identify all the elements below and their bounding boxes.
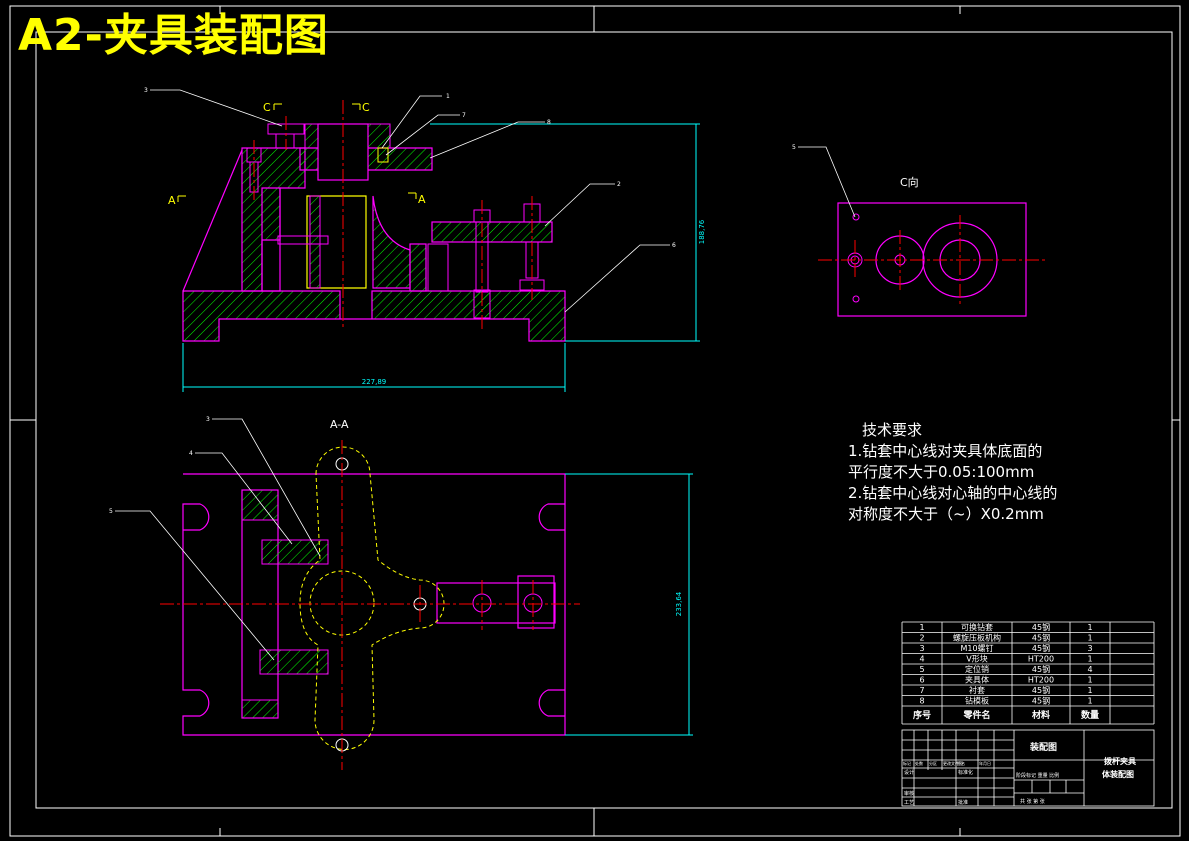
stage-labels: 阶段标记 重量 比例 xyxy=(1016,772,1059,779)
cut-c-left-label: C xyxy=(263,101,271,114)
inner-post xyxy=(261,187,281,292)
left-support xyxy=(241,147,306,292)
tech-line: 2.钻套中心线对心轴的中心线的 xyxy=(848,484,1058,502)
sheet-labels: 共 张 第 张 xyxy=(1020,798,1045,805)
parts-cell: 4 xyxy=(919,655,924,664)
parts-cell: 1 xyxy=(919,623,924,632)
parts-cell: HT200 xyxy=(1028,676,1054,685)
parts-cell: 4 xyxy=(1087,665,1092,674)
callout-front-3: 3 xyxy=(144,87,148,94)
parts-cell: 1 xyxy=(1087,634,1092,643)
callout-front-7: 7 xyxy=(462,112,466,119)
callout-front-2: 2 xyxy=(617,181,621,188)
callout-cview-5: 5 xyxy=(792,144,796,151)
callout-front-8: 8 xyxy=(547,119,551,126)
craft-label: 工艺 xyxy=(904,800,914,806)
parts-cell: 2 xyxy=(919,634,924,643)
plan-outline xyxy=(182,473,566,736)
drawing-name-1: 拨杆夹具 xyxy=(1104,756,1136,766)
workpiece xyxy=(306,195,367,289)
parts-cell: M10螺钉 xyxy=(960,643,993,653)
title-block-row-label: 更改文件号 xyxy=(943,760,963,766)
review-label: 审核 xyxy=(904,790,914,797)
drawing-name-2: 体装配图 xyxy=(1102,769,1134,779)
parts-header-cell: 材料 xyxy=(1031,709,1050,721)
parts-cell: HT200 xyxy=(1028,655,1054,664)
parts-cell: 45钢 xyxy=(1032,685,1050,695)
parts-cell: 螺旋压板机构 xyxy=(953,633,1001,643)
parts-cell: 6 xyxy=(919,676,924,685)
front-view: 227,89 188,76 C C A A 3 1 7 8 2 6 xyxy=(144,87,706,392)
parts-header-cell: 序号 xyxy=(913,709,931,721)
front-height-dim: 188,76 xyxy=(698,219,706,244)
c-view-label: C向 xyxy=(900,175,919,189)
parts-cell: 定位销 xyxy=(965,664,989,674)
parts-cell: 45钢 xyxy=(1032,664,1050,674)
tech-heading: 技术要求 xyxy=(862,421,923,439)
tech-line: 对称度不大于（~）X0.2mm xyxy=(848,505,1044,523)
fixture-body xyxy=(182,290,566,342)
parts-cell: 可换钻套 xyxy=(961,622,993,632)
v-block xyxy=(409,243,427,292)
title-block-row-label: 处数 xyxy=(915,760,923,766)
parts-cell: 1 xyxy=(1087,655,1092,664)
title-block-row-label: 分区 xyxy=(929,760,937,766)
section-a-label: A-A xyxy=(330,418,349,431)
parts-cell: 5 xyxy=(919,665,924,674)
title-block-row-label: 标记 xyxy=(903,760,911,766)
standard-label: 标准化 xyxy=(958,769,973,776)
callout-plan-5: 5 xyxy=(109,508,113,515)
design-label: 设计 xyxy=(904,769,914,776)
parts-cell: 45钢 xyxy=(1032,633,1050,643)
drawing-frame xyxy=(9,5,1181,837)
parts-cell: 钻模板 xyxy=(965,696,989,706)
cut-c-right-label: C xyxy=(362,101,370,114)
parts-cell: 45钢 xyxy=(1032,643,1050,653)
parts-cell: 7 xyxy=(919,686,924,695)
tech-line: 1.钻套中心线对夹具体底面的 xyxy=(848,442,1043,460)
plan-height-dim: 233,64 xyxy=(675,591,683,616)
drawing-title: A2-夹具装配图 xyxy=(18,10,329,61)
parts-cell: 8 xyxy=(919,697,924,706)
cut-a-right-label: A xyxy=(418,193,426,206)
parts-cell: 45钢 xyxy=(1032,622,1050,632)
parts-cell: 1 xyxy=(1087,623,1092,632)
parts-header-cell: 数量 xyxy=(1081,709,1099,721)
parts-cell: 3 xyxy=(919,644,924,653)
title-block-row-label: 签名 xyxy=(957,760,965,766)
front-width-dim: 227,89 xyxy=(362,378,387,386)
callout-plan-3: 3 xyxy=(206,416,210,423)
parts-cell: 夹具体 xyxy=(965,675,989,685)
callout-plan-4: 4 xyxy=(189,450,193,457)
title-block: 装配图 拨杆夹具 体装配图 标记处数分区更改文件号签名 年月日 设计 标准化 阶段… xyxy=(901,729,1155,807)
drawing-type: 装配图 xyxy=(1029,741,1057,753)
callout-front-1: 1 xyxy=(446,93,450,100)
tech-line: 平行度不大于0.05:100mm xyxy=(848,463,1035,481)
cut-a-left-label: A xyxy=(168,194,176,207)
technical-requirements: 技术要求 1.钻套中心线对夹具体底面的 平行度不大于0.05:100mm 2.钻… xyxy=(848,420,1057,525)
parts-cell: 衬套 xyxy=(969,685,985,695)
parts-cell: 3 xyxy=(1087,644,1092,653)
parts-cell: V形块 xyxy=(966,654,987,664)
parts-cell: 45钢 xyxy=(1032,696,1050,706)
parts-cell: 1 xyxy=(1087,676,1092,685)
parts-header-cell: 零件名 xyxy=(962,709,990,721)
title-block-row-label: 年月日 xyxy=(979,760,991,766)
parts-cell: 1 xyxy=(1087,686,1092,695)
parts-cell: 1 xyxy=(1087,697,1092,706)
plan-view: 233,64 A-A 3 4 5 xyxy=(109,416,693,770)
callout-front-6: 6 xyxy=(672,242,676,249)
c-view: 5 C向 xyxy=(792,144,1046,317)
clamp-lever xyxy=(431,221,553,243)
approve-label: 批准 xyxy=(958,799,968,806)
